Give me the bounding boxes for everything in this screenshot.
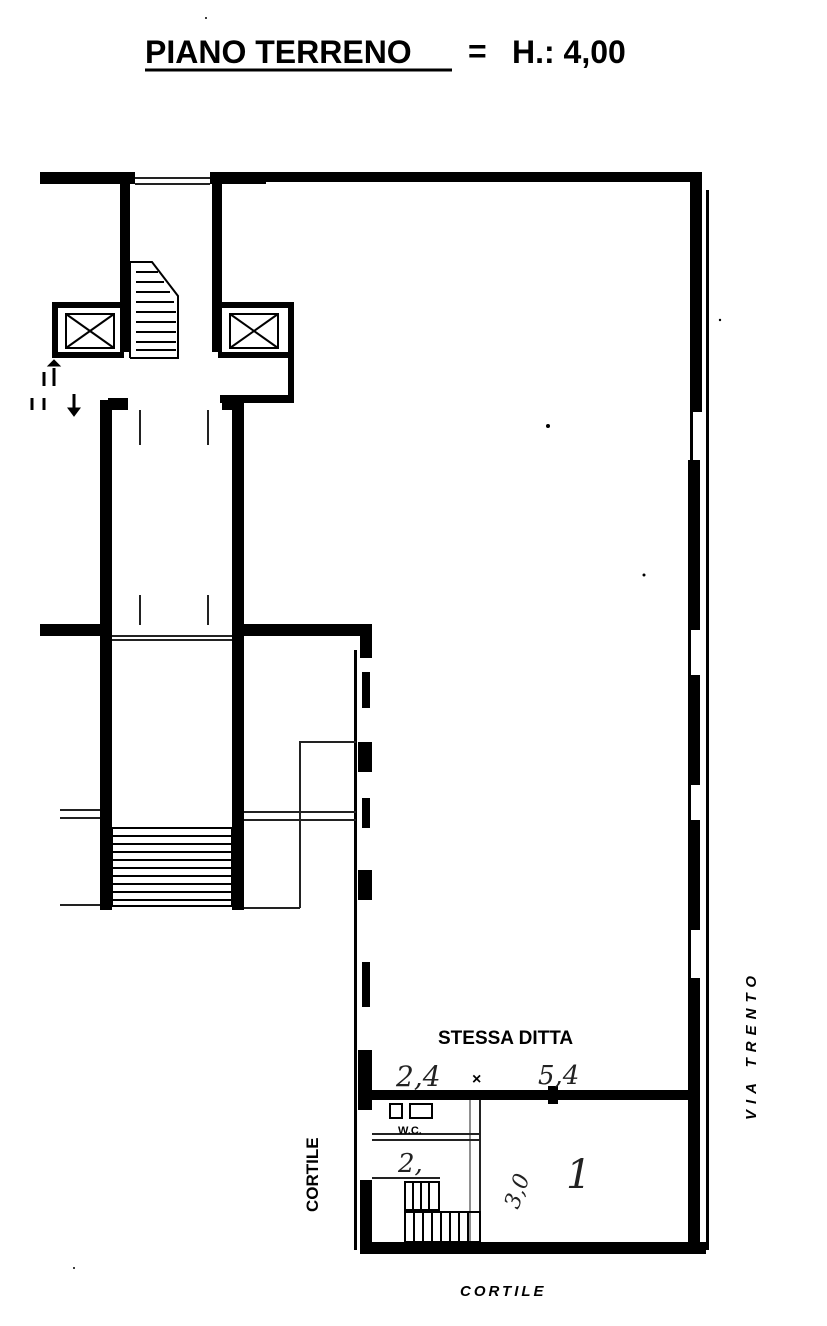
handwritten-dim-a: 2,4 [395,1060,441,1093]
label-via-trento: VIA TRENTO [743,970,760,1120]
thin-lines [60,177,481,1242]
elevator-icon [229,313,279,349]
stair-upper [129,261,179,359]
handwritten-dim-d: 3,0 [500,1171,535,1212]
title-floor-name: PIANO TERRENO [145,34,412,70]
title-height: H.: 4,00 [512,34,626,70]
label-stessa-ditta: STESSA DITTA [438,1028,573,1049]
title-separator: = [468,33,487,69]
elevator-icon [65,313,115,349]
handwritten-unit-mark: 1 [566,1152,591,1198]
handwritten-dim-c: 2, [397,1149,423,1179]
stair-main [111,827,233,907]
corridor-walls [40,172,372,910]
label-cortile-left: CORTILE [303,1137,322,1212]
label-cortile-bottom: CORTILE [460,1283,547,1300]
wc-fixtures-icon [389,1103,433,1119]
plan-title: PIANO TERRENO = H.: 4,00 [145,33,626,72]
handwritten-dim-b: 5,4 [538,1061,579,1091]
up-down-arrows-icon [30,359,81,417]
stair-small [404,1181,481,1243]
label-wc: W.C. [398,1125,422,1137]
handwritten-cross: × [472,1071,481,1088]
main-walls [262,172,709,1254]
scan-specks [73,17,722,1269]
